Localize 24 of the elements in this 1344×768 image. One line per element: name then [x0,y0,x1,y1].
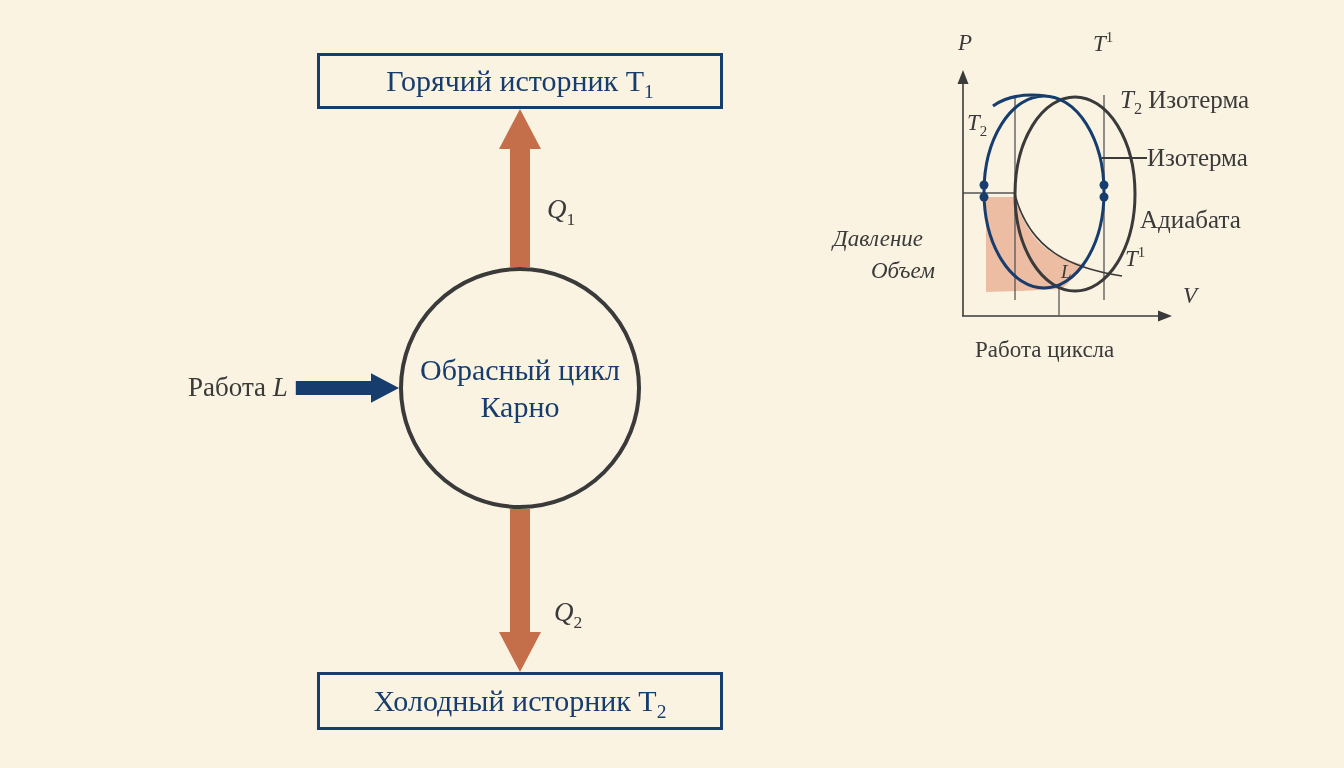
circle-label: Обрасный цикл Карно [419,351,621,425]
box-label: Горячий исторник T$_{1}$ [386,63,654,99]
curve-label: T$_{2}$ [967,110,988,137]
curve-label: T$_{2}$ Изотерма [1120,86,1250,115]
axis-label: Объем [871,258,935,285]
box-label: Холодный исторник T$_{2}$ [373,683,667,719]
arrow [295,373,399,403]
curve-label: Адиабата [1140,206,1241,235]
curve-label: T$^{1}$ [1093,31,1114,58]
reservoir-box [317,672,723,730]
reservoir-box [317,53,723,109]
curve-label: T$^{1}$ [1125,246,1146,273]
leader-line [1100,157,1148,159]
text-label: Работа L [188,372,296,404]
curve-label: Изотерма [1147,143,1248,173]
isotherm-curve [982,93,1106,290]
area-label: L [1061,261,1072,283]
axis-label: Давление [833,226,924,253]
axis-label: V [1183,283,1198,310]
arrow [499,109,541,267]
axis-label: P [958,30,973,57]
chart-caption: Работа циксла [975,337,1115,364]
cycle-circle [399,267,641,509]
arrow [499,509,541,672]
